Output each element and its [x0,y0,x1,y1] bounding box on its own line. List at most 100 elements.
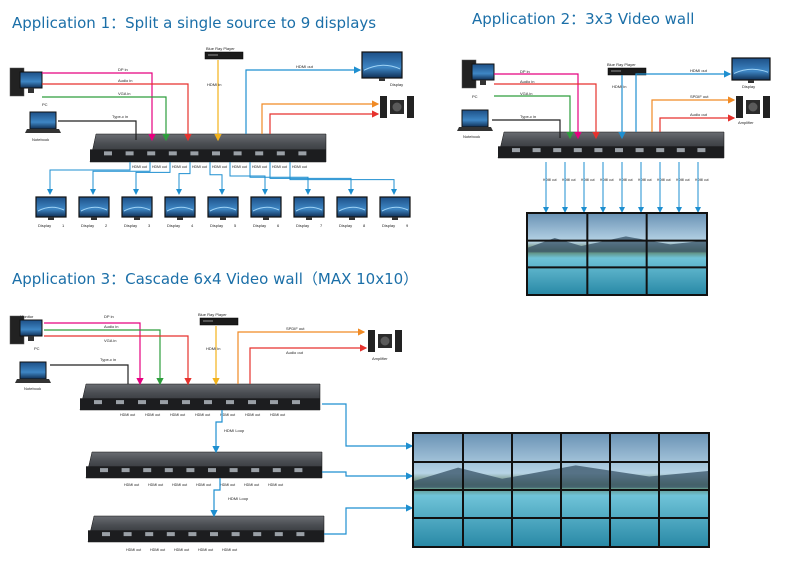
port-icon [276,151,285,156]
app1-display-label: Display [253,223,266,228]
port-icon [147,151,156,156]
port-icon [210,532,218,537]
app3-pc-monitor-icon [19,319,43,337]
app2-port-label: HDMI out [638,178,652,182]
port-icon [121,468,130,473]
app2-spdif-label: SPDIF out [690,94,709,99]
app3-spdif-label: SPDIF out [286,326,305,331]
type-c-cable [50,364,129,384]
port-icon [188,532,197,537]
app3-out-line-1 [322,403,414,450]
app1-type-c-label: Type-c in [112,114,128,119]
port-icon [100,468,108,473]
app3-row2-port-label: HDMI out [148,483,163,487]
app1-port-label: HDMI out [132,165,147,169]
app3-row1-port-label: HDMI out [120,413,135,417]
app3-monitor-label: Monitor [20,314,34,319]
app3-row1-port-label: HDMI out [170,413,185,417]
port-icon [125,151,134,156]
app3-out-line-3 [324,504,414,535]
app3-row1-port-label: HDMI out [220,413,235,417]
app3-pc-label: PC [34,346,40,351]
app1-audio-in-label: Audio in [118,78,132,83]
app1-display-label: Display [296,223,309,228]
app2-video-wall-image [528,214,706,294]
port-icon [615,148,623,153]
spdif-cable [651,96,736,132]
app3-row2-port-label: HDMI out [244,483,259,487]
app3-notebook-label: Notebook [24,386,41,391]
app1-dp-label: DP in [118,67,128,72]
app1-hdmi-out-line [289,162,397,195]
app1-display-2-stand-icon [91,217,97,220]
app1-pc-label: PC [42,102,48,107]
app1-display-1-stand-icon [48,217,54,220]
vga-cable [42,96,170,142]
app2-pc-label: PC [472,94,478,99]
app1-display-3-stand-icon [134,217,140,220]
audio-out-cable [659,114,736,132]
spdif-cable [261,100,380,134]
dp-cable [494,73,582,140]
app1-display-7-stand-icon [306,217,312,220]
app3-blu-ray-icon [199,317,239,326]
app1-hdmi-out-label: HDMI out [296,64,314,69]
app1-display-6-wave-icon [252,206,280,212]
app2-notebook-screen-icon [461,109,489,128]
app1-hdmi-out-line [269,162,354,195]
port-icon [204,400,212,405]
app2-port-label: HDMI out [619,178,633,182]
app1-hdmi-in-label: HDMI in [207,82,221,87]
app1-display-label: Display [382,223,395,228]
app2-wall-box-front [498,146,724,158]
hdmi-out-cable [245,66,362,134]
app3-title: Application 3：Cascade 6x4 Video wall（MAX… [12,270,419,288]
app3-box-2-front [86,466,322,478]
dp-cable [44,322,144,386]
app1-blu-ray-slot-icon [208,54,218,56]
type-c-cable [58,120,137,140]
port-icon [233,151,242,156]
app2-blu-ray-icon [607,67,647,76]
port-icon [102,532,110,537]
app3-dp-label: DP in [104,314,114,319]
audio-cable [494,83,600,140]
app1-speakers-woofer-icon [392,102,402,112]
app2-dp-label: DP in [520,69,530,74]
app2-pc-monitor-icon [471,63,495,81]
app1-display-5-stand-icon [220,217,226,220]
app1-display-7-wave-icon [295,206,323,212]
audio-cable [42,83,192,142]
port-icon [553,148,562,153]
app1-hdmi-out-line [133,162,171,195]
app3-box-1-front [80,398,320,410]
app2-amplifier-label: Amplifier [738,120,754,125]
app1-notebook-screen-icon [29,111,57,130]
app1-pc-monitor-icon [19,71,43,89]
app2-type-c-label: Type-c in [520,114,536,119]
app3-hdmi-loop-label-2: HDMI Loop [228,496,249,501]
app1-hdmi-out-line [90,162,151,195]
app2-port-label: HDMI out [676,178,690,182]
app2-notebook-base-icon [457,127,493,131]
port-icon [573,148,582,153]
type-c-cable [492,119,561,138]
app3-box-3-front [88,530,324,542]
app1-display-label: Display [167,223,180,228]
app3-row2-port-label: HDMI out [124,483,139,487]
app2-speakers-right-icon [763,96,770,118]
app2-audio-in-label: Audio in [520,79,534,84]
app1-display-num: 7 [320,223,323,228]
spdif-cable [237,328,366,384]
app2-port-label: HDMI out [562,178,576,182]
app2-vga-label: VGA in [520,91,532,96]
app1-display-num: 9 [406,223,409,228]
app2-pc-stand-icon [480,80,486,85]
app2-notebook-label: Notebook [463,134,480,139]
port-icon [594,148,603,153]
app1-display-9-stand-icon [392,217,398,220]
app3-row3-port-label: HDMI out [126,548,141,552]
app1-port-label: HDMI out [192,165,207,169]
port-icon [138,400,146,405]
app1-display-1-wave-icon [37,206,65,212]
